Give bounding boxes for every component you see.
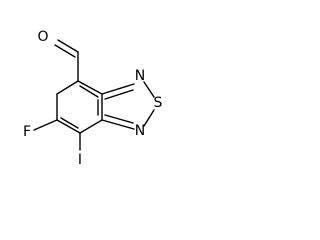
nitrogen-lower-label: N (135, 123, 145, 139)
bond-inner-upper-right (79, 85, 99, 98)
nitrogen-upper-label: N (135, 68, 145, 84)
bond-c6-n-lower (101, 119, 135, 130)
iodine-label: I (78, 152, 82, 168)
bond-c8-f (33, 119, 58, 131)
bond-c5-n-upper (101, 83, 135, 95)
sulfur-label: S (154, 95, 163, 111)
bond-inner-lower (60, 117, 79, 129)
bonds (33, 39, 155, 151)
fluorine-label: F (23, 124, 31, 140)
bond-c6-c7 (79, 119, 103, 134)
atom-labels: O N S N F I (23, 29, 163, 168)
bond-c9-c4 (56, 80, 79, 95)
bond-c-o-double-2 (54, 44, 76, 58)
molecule-drawing: O N S N F I (23, 29, 163, 168)
bond-c-o-double-1 (57, 39, 79, 53)
bond-c6-n-lower-double (104, 114, 134, 124)
bond-c4-c5 (77, 80, 103, 95)
bond-c7-c8 (56, 119, 81, 134)
oxygen-label: O (37, 29, 48, 45)
bond-n-upper-s (143, 81, 155, 98)
bond-s-n-lower (143, 109, 155, 127)
structure-canvas: O N S N F I (0, 0, 180, 196)
bond-c5-n-upper-double (104, 89, 134, 100)
